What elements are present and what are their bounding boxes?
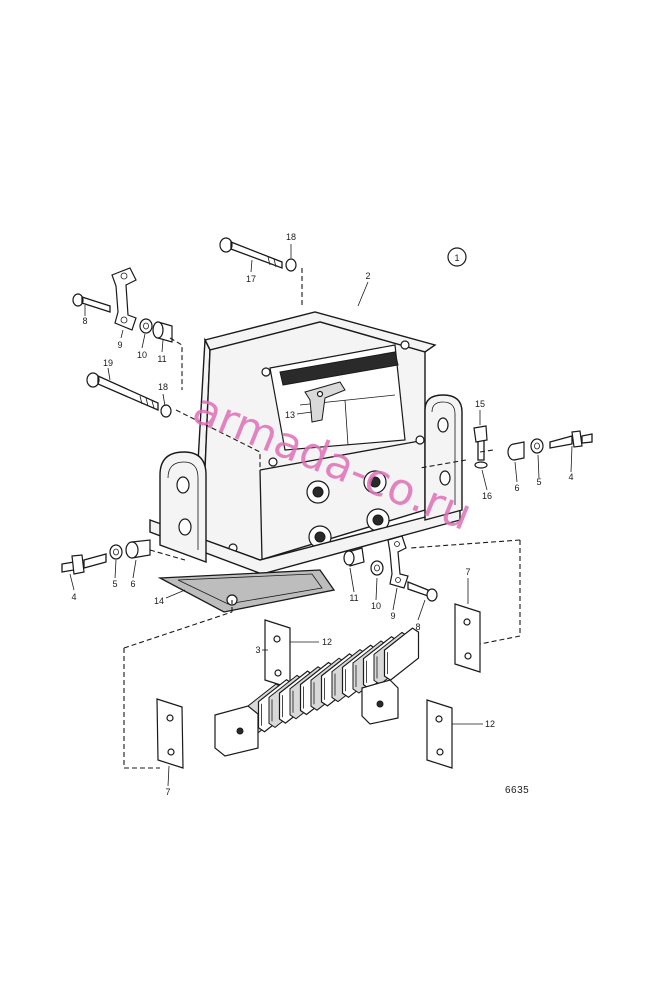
callout-6-right: 6	[514, 483, 519, 493]
callout-9-upper: 9	[117, 340, 122, 350]
left-mounting-ear	[159, 451, 207, 564]
callout-11-lower: 11	[349, 593, 358, 603]
clip-part	[304, 381, 346, 423]
clip-9-lower	[387, 535, 409, 589]
callout-10-lower: 10	[371, 601, 381, 611]
spacer-6-left	[125, 539, 151, 559]
callout-16: 16	[482, 491, 492, 501]
heater-fin	[383, 627, 420, 681]
washer-5-left	[109, 544, 123, 560]
callout-9-lower: 9	[390, 611, 395, 621]
washer-16	[474, 461, 488, 469]
plate-7-left	[156, 698, 184, 769]
callout-12-upper: 12	[322, 637, 332, 647]
plate-12-right	[426, 699, 453, 769]
bolt-15	[473, 425, 488, 461]
plate-7-right	[454, 603, 481, 673]
housing	[149, 311, 461, 575]
callout-18-top: 18	[286, 232, 296, 242]
callout-15: 15	[475, 399, 485, 409]
washer-18-left	[160, 404, 172, 418]
callout-7-left: 7	[165, 787, 170, 797]
gasket	[157, 569, 336, 613]
spacer-11-upper-left	[152, 321, 173, 343]
stud-4-left	[61, 553, 107, 575]
callout-4-left: 4	[71, 592, 76, 602]
callout-10-upper: 10	[137, 350, 147, 360]
plate-3	[264, 619, 291, 689]
callout-6-left: 6	[130, 579, 135, 589]
spacer-6-right	[507, 441, 525, 461]
callout-14: 14	[154, 596, 164, 606]
callout-13: 13	[285, 410, 295, 420]
callout-17: 17	[246, 274, 256, 284]
clip-9-upper-left	[111, 267, 137, 331]
callout-7-right: 7	[465, 567, 470, 577]
callout-19: 19	[103, 358, 113, 368]
stud-4-right	[549, 430, 593, 449]
washer-10-upper-left	[139, 318, 153, 334]
assembly-dashed-lines	[123, 268, 521, 769]
callout-labels: 8 9 10 11 19 18 17 18 2 13 15 4 5 6 16 4…	[71, 232, 573, 797]
bolt-8-upper-left	[72, 293, 111, 313]
washer-18-top	[285, 258, 297, 272]
callout-8-lower: 8	[415, 622, 420, 632]
washer-10-lower	[370, 560, 384, 576]
callout-3: 3	[255, 645, 260, 655]
bolt-19	[86, 372, 159, 411]
callout-12-lower: 12	[485, 719, 495, 729]
spacer-11-lower	[343, 547, 365, 567]
callout-18-left: 18	[158, 382, 168, 392]
leader-lines	[69, 244, 573, 787]
reference-number: 6635	[505, 785, 529, 796]
callout-4-right: 4	[568, 472, 573, 482]
callout-5-right: 5	[536, 477, 541, 487]
right-mounting-ear	[424, 394, 463, 521]
view-marker-number: 1	[454, 253, 459, 263]
bolt-17	[219, 237, 283, 269]
view-marker: 1	[447, 247, 467, 267]
washer-5-right	[530, 438, 544, 454]
callout-8-upper: 8	[82, 316, 87, 326]
callout-2: 2	[365, 271, 370, 281]
callout-5-left: 5	[112, 579, 117, 589]
heater-element-block	[214, 627, 420, 757]
callout-11-upper: 11	[157, 354, 166, 364]
bolt-8-lower	[407, 581, 438, 602]
